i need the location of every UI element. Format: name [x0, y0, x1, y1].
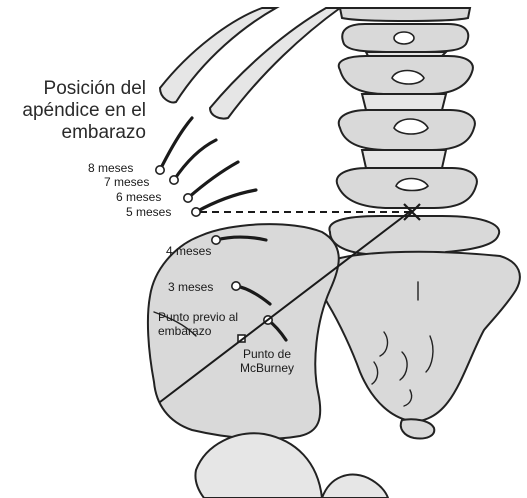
title-line-3: embarazo: [14, 122, 146, 144]
ribs: [160, 8, 340, 119]
label-6-meses: 6 meses: [116, 190, 161, 204]
label-mcburney-point: Punto de McBurney: [240, 347, 294, 375]
lumbar-vertebrae: [329, 8, 499, 268]
diagram-title: Posición del apéndice en el embarazo: [14, 78, 146, 144]
label-pre-pregnancy-line-2: embarazo: [158, 324, 238, 338]
title-line-2: apéndice en el: [14, 100, 146, 122]
label-8-meses: 8 meses: [88, 161, 133, 175]
label-7-meses: 7 meses: [104, 175, 149, 189]
label-mcburney-line-1: Punto de: [240, 347, 294, 361]
sacrum: [321, 252, 520, 439]
title-line-1: Posición del: [14, 78, 146, 100]
label-mcburney-line-2: McBurney: [240, 361, 294, 375]
label-3-meses: 3 meses: [168, 280, 213, 294]
label-pre-pregnancy-point: Punto previo al embarazo: [158, 310, 238, 338]
label-5-meses: 5 meses: [126, 205, 171, 219]
femur-head: [195, 433, 388, 498]
label-pre-pregnancy-line-1: Punto previo al: [158, 310, 238, 324]
label-4-meses: 4 meses: [166, 244, 211, 258]
